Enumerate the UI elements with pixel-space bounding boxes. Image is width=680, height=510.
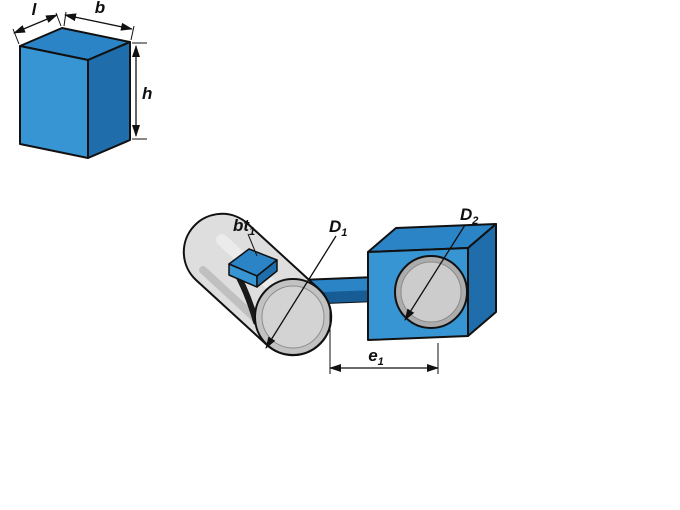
hub-bore-chamfer [400, 261, 462, 323]
dimension-d2-label: D2 [460, 205, 478, 227]
dimension-l-arrow [13, 14, 58, 34]
dimension-d2: D2 [404, 205, 478, 321]
dimension-b-extension-right [130, 25, 135, 41]
dimension-d1-label-sub: 1 [341, 227, 347, 239]
dimension-d1-leader [265, 235, 337, 349]
dimension-b-extension-left [63, 11, 67, 27]
dimension-d2-label-main: D [460, 205, 472, 224]
cylinder-end-face-chamfer [261, 285, 325, 349]
dimension-h: h [132, 42, 152, 140]
dimension-h-label: h [142, 84, 152, 103]
dimension-d1-label-main: D [329, 217, 341, 236]
dimension-l-label: l [32, 0, 38, 19]
dimension-b-arrow [64, 13, 133, 31]
dimension-bt1-leader [247, 233, 258, 257]
shaft-assembly [182, 212, 497, 357]
key-block-figure [19, 27, 131, 159]
dimension-e1-label-sub: 1 [378, 356, 384, 368]
dimension-d2-leader [404, 224, 466, 321]
dimension-d1: D1 [265, 217, 347, 349]
dimension-bt1-label: bt1 [233, 216, 255, 238]
dimension-d1-label: D1 [329, 217, 347, 239]
dimension-b: b [63, 0, 135, 41]
dimension-bt1-label-main: bt [233, 216, 250, 235]
fitted-key-side-face [256, 259, 278, 288]
dimension-l: l [12, 0, 62, 45]
dimension-bt1: bt1 [233, 216, 258, 257]
dimension-e1-label-main: e [368, 346, 377, 365]
dimension-d2-label-sub: 2 [471, 215, 478, 227]
key-block-right-face [87, 41, 131, 159]
hub-right-face [467, 223, 497, 337]
dimension-e1-label: e1 [368, 346, 384, 368]
dimension-bt1-label-sub: 1 [249, 226, 255, 238]
key-block-front-face [19, 45, 89, 159]
dimension-e1: e1 [329, 308, 439, 374]
dimension-b-label: b [95, 0, 105, 17]
